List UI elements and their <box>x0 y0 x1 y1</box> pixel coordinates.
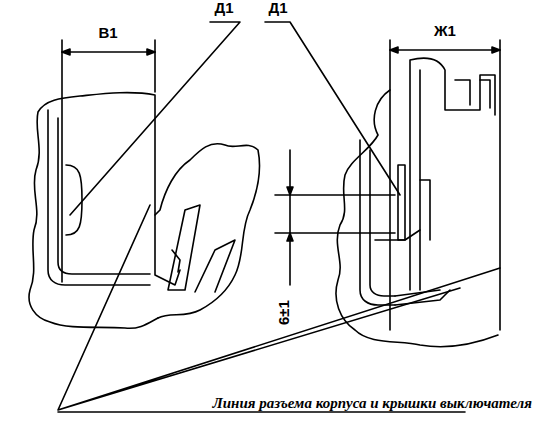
dimension-label: В1 <box>98 25 117 40</box>
dimension-value: 6±1 <box>276 300 291 325</box>
detail-label: Д1 <box>268 0 287 15</box>
note-text: Линия разъема корпуса и крышки выключате… <box>212 396 532 411</box>
detail-label: Д1 <box>214 0 233 15</box>
dimension-label: Ж1 <box>434 23 456 38</box>
